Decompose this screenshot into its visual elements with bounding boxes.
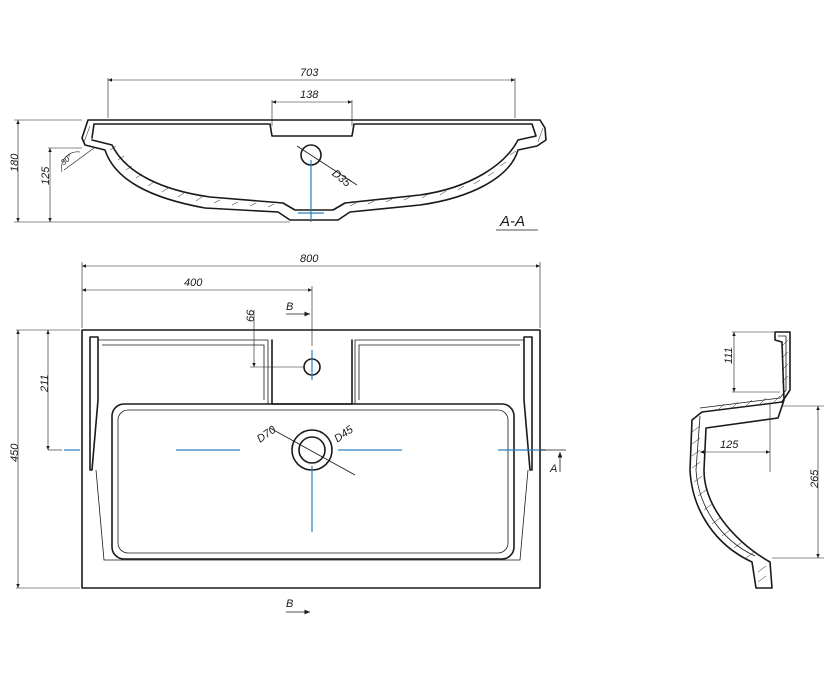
dim-angle-arc — [61, 151, 81, 173]
section-hole-leader — [296, 145, 358, 186]
plan-section-b-top-label: B — [286, 301, 293, 313]
plan-bowl-outer — [111, 403, 515, 560]
side-view: 111 125 265 — [689, 331, 824, 589]
dim-angle-leg — [63, 147, 95, 171]
plan-half-width-label: 400 — [184, 277, 203, 289]
plan-width-label: 800 — [300, 253, 319, 265]
side-depth-label: 125 — [720, 439, 739, 451]
section-hole-label: D35 — [329, 167, 353, 190]
plan-back-ledge — [98, 339, 524, 404]
plan-outer-rect — [81, 329, 541, 589]
side-top-label: 111 — [723, 347, 735, 364]
plan-drain-inner-label: D70 — [255, 423, 279, 445]
section-height-total-label: 180 — [9, 153, 21, 172]
section-inner-profile — [91, 123, 537, 211]
plan-tap-depth-label: 211 — [39, 374, 51, 393]
plan-bowl-inner — [117, 409, 509, 554]
plan-depth-label: 450 — [9, 443, 21, 462]
section-view-a-a: D35 703 138 180 125 30° A-A — [9, 67, 547, 231]
section-overflow-label: 138 — [300, 89, 319, 101]
plan-drain-inner — [298, 436, 326, 464]
section-outer-profile — [81, 119, 547, 221]
section-hatching — [83, 125, 544, 208]
section-width-label: 703 — [300, 67, 319, 79]
plan-drain-leader — [269, 427, 356, 476]
plan-tap-offset-label: 66 — [245, 309, 257, 322]
section-height-bowl-label: 125 — [40, 166, 52, 185]
side-outer-profile — [689, 331, 791, 589]
plan-view: D70 D45 800 400 66 B B A 450 211 — [9, 253, 566, 615]
side-height-label: 265 — [809, 469, 821, 489]
plan-drain-outer — [291, 429, 333, 471]
plan-back-ledge-inner — [102, 344, 520, 400]
plan-section-a-label: A — [549, 463, 557, 475]
plan-rim-outline-right — [523, 336, 533, 471]
plan-drain-outer-label: D45 — [332, 423, 356, 445]
side-hatching — [691, 339, 789, 583]
side-inner-profile — [695, 335, 787, 557]
plan-section-b-bottom-label: B — [286, 598, 293, 610]
plan-rim-outline — [89, 336, 99, 471]
section-title-label: A-A — [499, 213, 525, 230]
plan-front-edge — [95, 469, 529, 561]
